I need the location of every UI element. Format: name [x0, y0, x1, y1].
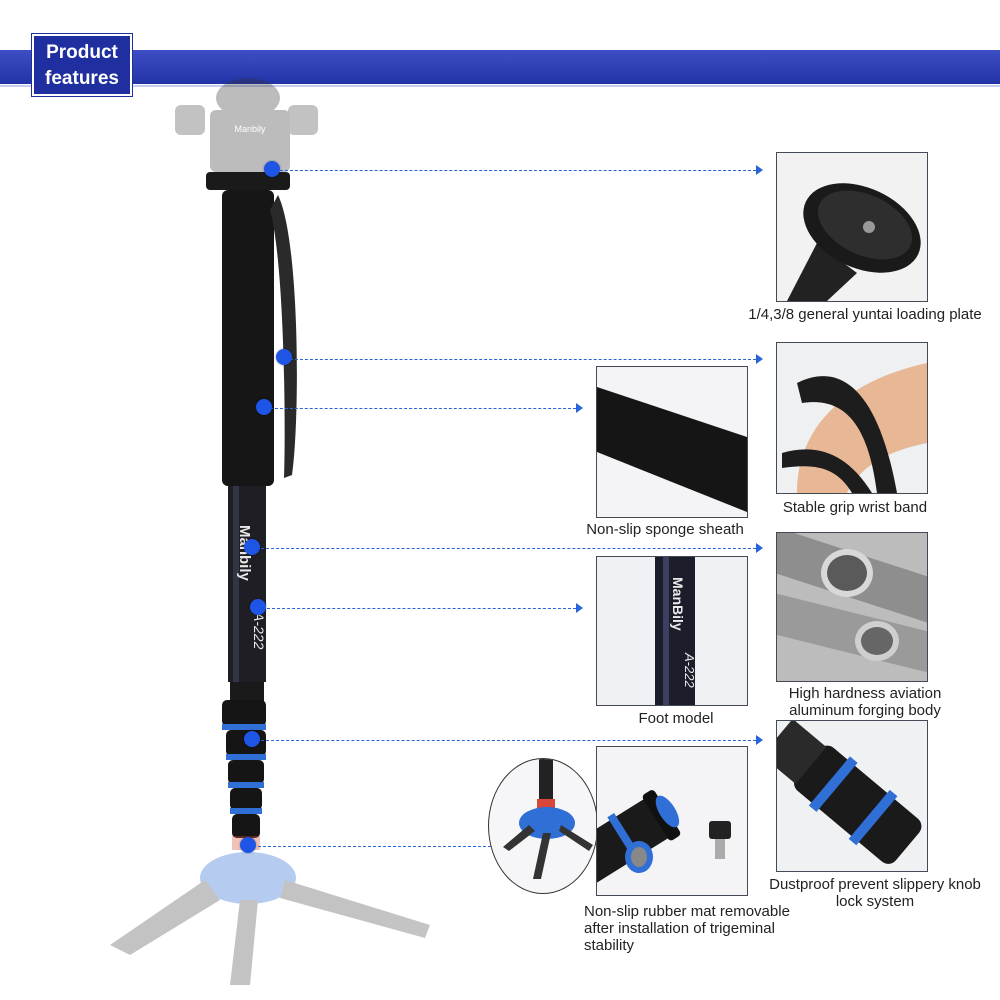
caption-loading-plate: 1/4,3/8 general yuntai loading plate	[748, 306, 982, 323]
marker-dot	[244, 731, 260, 747]
badge-line-1: Product	[46, 42, 118, 63]
connector-foot-model	[262, 608, 576, 609]
head-brand-text: Manbily	[234, 124, 266, 134]
knob-locks	[222, 700, 266, 838]
rubber-mat-photo-icon	[597, 747, 747, 895]
connector-arrow-icon	[756, 354, 763, 364]
sponge-sheath	[222, 190, 274, 486]
marker-dot	[240, 837, 256, 853]
tripod-base-image	[110, 836, 430, 985]
marker-dot	[244, 539, 260, 555]
caption-sponge-sheath: Non-slip sponge sheath	[586, 521, 744, 538]
foot-model-model-text: A-222	[682, 652, 697, 688]
ball-head-image: Manbily	[175, 78, 318, 172]
knob-lock-photo-icon	[777, 721, 927, 871]
feature-panel-rubber-mat	[596, 746, 748, 896]
sponge-sheath-photo-icon	[597, 367, 747, 517]
caption-knob-lock: Dustproof prevent slippery knob lock sys…	[769, 876, 981, 910]
aluminum-tube-photo-icon	[777, 533, 927, 681]
connector-rubber-mat	[258, 846, 576, 847]
marker-dot	[264, 161, 280, 177]
tripod-base-detail-icon	[503, 759, 593, 879]
feature-panel-knob-lock	[776, 720, 928, 872]
marker-dot	[276, 349, 292, 365]
header-banner	[0, 50, 1000, 84]
wrist-strap	[270, 195, 297, 478]
loading-plate-photo-icon	[777, 153, 927, 301]
feature-panel-foot-model: ManBily A-222	[596, 556, 748, 706]
marker-dot	[250, 599, 266, 615]
connector-arrow-icon	[576, 403, 583, 413]
feature-panel-loading-plate	[776, 152, 928, 302]
caption-foot-model: Foot model	[638, 710, 714, 727]
feature-panel-wrist-band	[776, 342, 928, 494]
tripod-base-detail	[488, 758, 598, 894]
caption-aluminum-body: High hardness aviation aluminum forging …	[788, 685, 942, 719]
connector-arrow-icon	[756, 735, 763, 745]
feature-panel-sponge-sheath	[596, 366, 748, 518]
header-divider	[0, 85, 1000, 87]
connector-knob-lock	[256, 740, 756, 741]
foot-model-photo-icon: ManBily A-222	[597, 557, 747, 705]
marker-dot	[256, 399, 272, 415]
tube-model-text: A-222	[251, 611, 267, 650]
product-features-badge: Product features	[32, 34, 132, 96]
wrist-band-photo-icon	[777, 343, 927, 493]
connector-wrist-band	[290, 359, 756, 360]
badge-line-2: features	[45, 68, 119, 89]
connector-arrow-icon	[756, 165, 763, 175]
foot-model-brand-text: ManBily	[670, 577, 686, 631]
connector-loading-plate	[280, 170, 756, 171]
feature-panel-aluminum-body	[776, 532, 928, 682]
connector-arrow-icon	[756, 543, 763, 553]
connector-aluminum-body	[256, 548, 756, 549]
connector-sponge-sheath	[270, 408, 576, 409]
caption-wrist-band: Stable grip wrist band	[782, 499, 928, 516]
connector-arrow-icon	[576, 603, 583, 613]
caption-rubber-mat: Non-slip rubber mat removable after inst…	[584, 903, 790, 954]
